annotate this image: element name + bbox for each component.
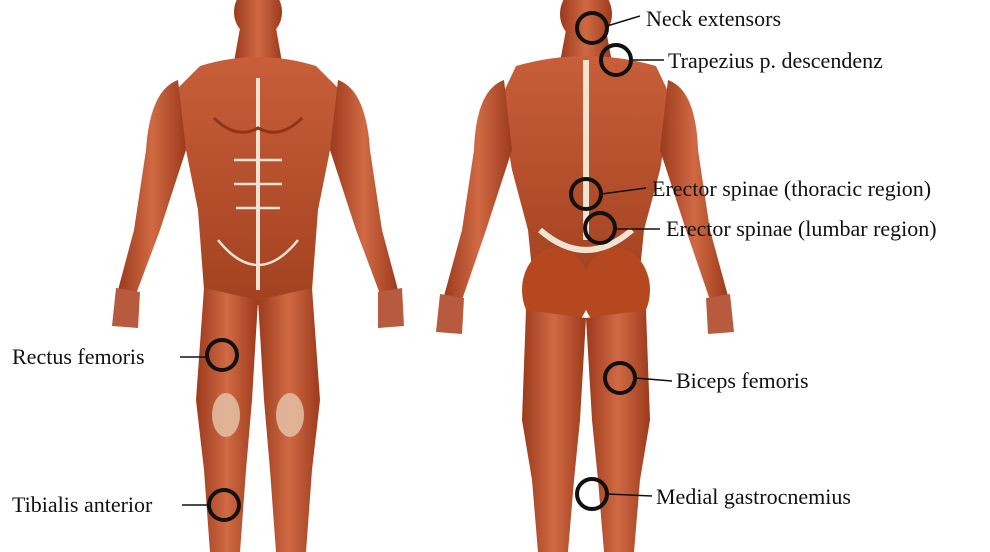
label-trapezius: Trapezius p. descendenz bbox=[668, 50, 883, 72]
label-neck-extensors: Neck extensors bbox=[646, 8, 781, 30]
label-tibialis-anterior: Tibialis anterior bbox=[12, 494, 152, 516]
back-body-figure bbox=[436, 0, 734, 552]
label-biceps-femoris: Biceps femoris bbox=[676, 370, 809, 392]
front-body-figure bbox=[112, 0, 404, 552]
label-erector-lumbar: Erector spinae (lumbar region) bbox=[666, 218, 937, 240]
label-erector-thoracic: Erector spinae (thoracic region) bbox=[652, 178, 931, 200]
label-rectus-femoris: Rectus femoris bbox=[12, 346, 145, 368]
label-medial-gastrocnemius: Medial gastrocnemius bbox=[656, 486, 851, 508]
leader-neck-extensors bbox=[607, 16, 640, 26]
